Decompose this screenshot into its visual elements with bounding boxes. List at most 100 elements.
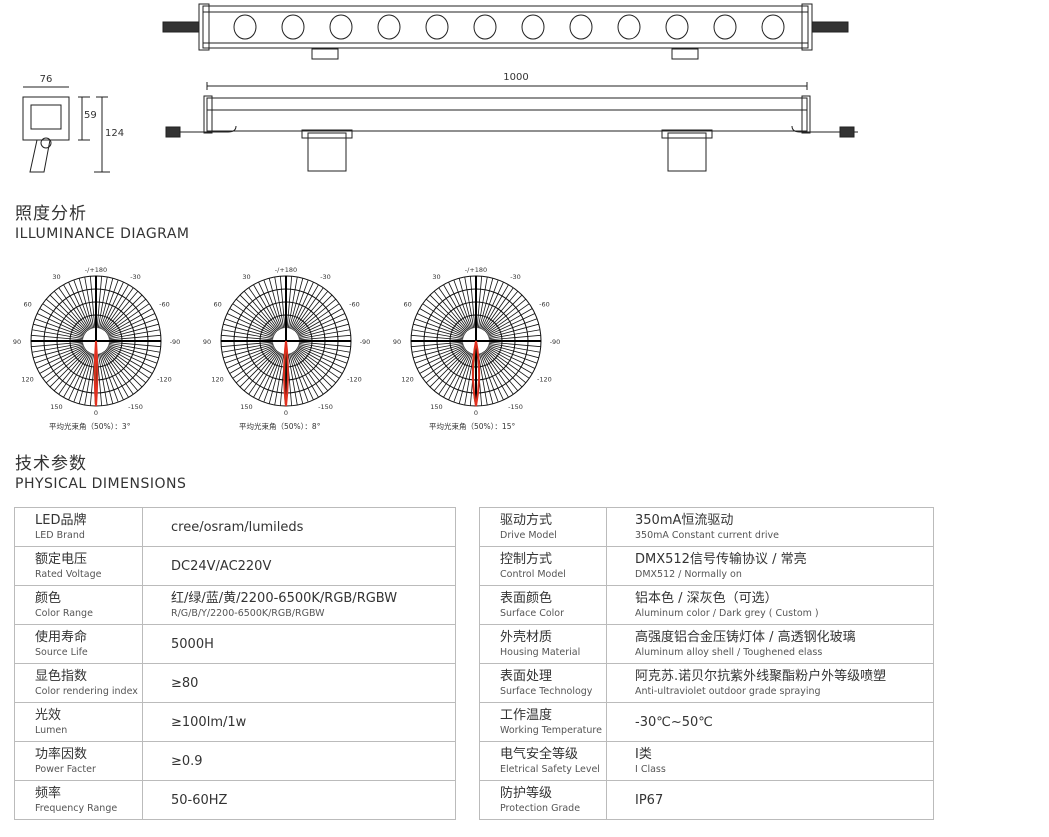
polar-spoke	[488, 334, 541, 341]
angle-label: 120	[401, 376, 413, 384]
polar-spoke	[108, 329, 161, 340]
spec-value-main: DC24V/AC220V	[171, 558, 272, 574]
connector-right	[811, 21, 849, 33]
polar-spoke	[453, 279, 472, 329]
polar-spoke	[106, 348, 150, 379]
angle-label: -30	[320, 273, 331, 281]
polar-spoke	[73, 279, 92, 329]
polar-spoke	[488, 318, 538, 337]
angle-label: 30	[242, 273, 250, 281]
polar-spoke	[243, 350, 278, 392]
end-view-body	[22, 96, 70, 141]
polar-spoke	[96, 276, 103, 329]
spec-label-en: Color Range	[35, 607, 93, 619]
lens	[569, 14, 593, 40]
polar-spoke	[258, 352, 281, 401]
polar-spoke	[105, 349, 147, 384]
spec-value-en: Anti-ultraviolet outdoor grade spraying	[635, 685, 821, 697]
polar-spoke	[481, 352, 504, 401]
polar-spoke	[221, 334, 274, 341]
lens	[665, 14, 689, 40]
polar-spoke	[107, 308, 153, 335]
polar-spoke	[469, 276, 476, 329]
polar-spoke	[438, 287, 469, 331]
polar-spoke	[458, 353, 474, 404]
polar-spoke	[279, 276, 286, 329]
spec-value-main: -30℃~50℃	[635, 714, 713, 730]
polar-spoke	[297, 308, 343, 335]
polar-spoke	[68, 352, 91, 401]
dim-length: 1000	[503, 72, 528, 83]
polar-spoke	[106, 303, 150, 334]
spec-value-en: Aluminum alloy shell / Toughened elass	[635, 646, 823, 658]
polar-spoke	[298, 342, 351, 353]
polar-spoke	[296, 348, 340, 379]
polar-spoke	[414, 318, 464, 337]
polar-spoke	[297, 346, 346, 369]
polar-spoke	[33, 343, 84, 359]
angle-label: 90	[13, 338, 21, 346]
polar-spoke	[100, 353, 119, 403]
angle-label: 150	[430, 403, 442, 411]
polar-spoke	[98, 278, 114, 329]
angle-label: 60	[213, 301, 221, 309]
polar-spoke	[295, 298, 337, 333]
angle-label: -/+180	[85, 266, 107, 274]
polar-spoke	[291, 352, 314, 401]
polar-spoke	[229, 347, 275, 374]
lens-row	[233, 14, 785, 40]
polar-spoke	[487, 347, 533, 374]
polar-spoke	[84, 353, 95, 406]
angle-label: 150	[50, 403, 62, 411]
polar-spoke	[419, 308, 465, 335]
polar-spoke	[297, 313, 346, 336]
polar-spoke	[31, 329, 84, 340]
side-view-body	[206, 97, 808, 132]
angle-label: -120	[347, 376, 362, 384]
angle-label: -150	[318, 403, 333, 411]
polar-spoke	[68, 281, 91, 330]
spec-value: 铝本色 / 深灰色（可选）Aluminum color / Dark grey …	[606, 585, 934, 625]
polar-spoke	[484, 294, 523, 333]
polar-spoke	[486, 303, 530, 334]
polar-spoke	[223, 343, 274, 359]
beam-angle-caption: 平均光束角（50%）：8°	[239, 422, 321, 431]
polar-spoke	[486, 348, 530, 379]
spec-value-main: ≥100lm/1w	[171, 714, 247, 730]
spec-value: ≥0.9	[142, 741, 456, 781]
polar-spoke	[84, 276, 95, 329]
spec-label-en: Eletrical Safety Level	[500, 763, 600, 775]
beam-curve	[93, 340, 99, 407]
angle-label: 30	[52, 273, 60, 281]
dim-height-inner: 59	[84, 110, 97, 121]
polar-spoke	[253, 284, 280, 330]
polar-spoke	[108, 342, 161, 353]
polar-spoke	[294, 350, 329, 392]
polar-spoke	[478, 353, 494, 404]
polar-spoke	[488, 341, 541, 348]
polar-spoke	[292, 352, 319, 398]
polar-spoke	[101, 281, 124, 330]
polar-spoke	[488, 343, 539, 359]
spec-value: DC24V/AC220V	[142, 546, 456, 586]
polar-spoke	[298, 329, 351, 340]
spec-value-en: Aluminum color / Dark grey ( Custom )	[635, 607, 819, 619]
polar-spoke	[224, 318, 274, 337]
spec-label-cn: 电气安全等级	[500, 746, 579, 762]
angle-label: -90	[550, 338, 561, 346]
polar-spoke	[485, 349, 527, 384]
